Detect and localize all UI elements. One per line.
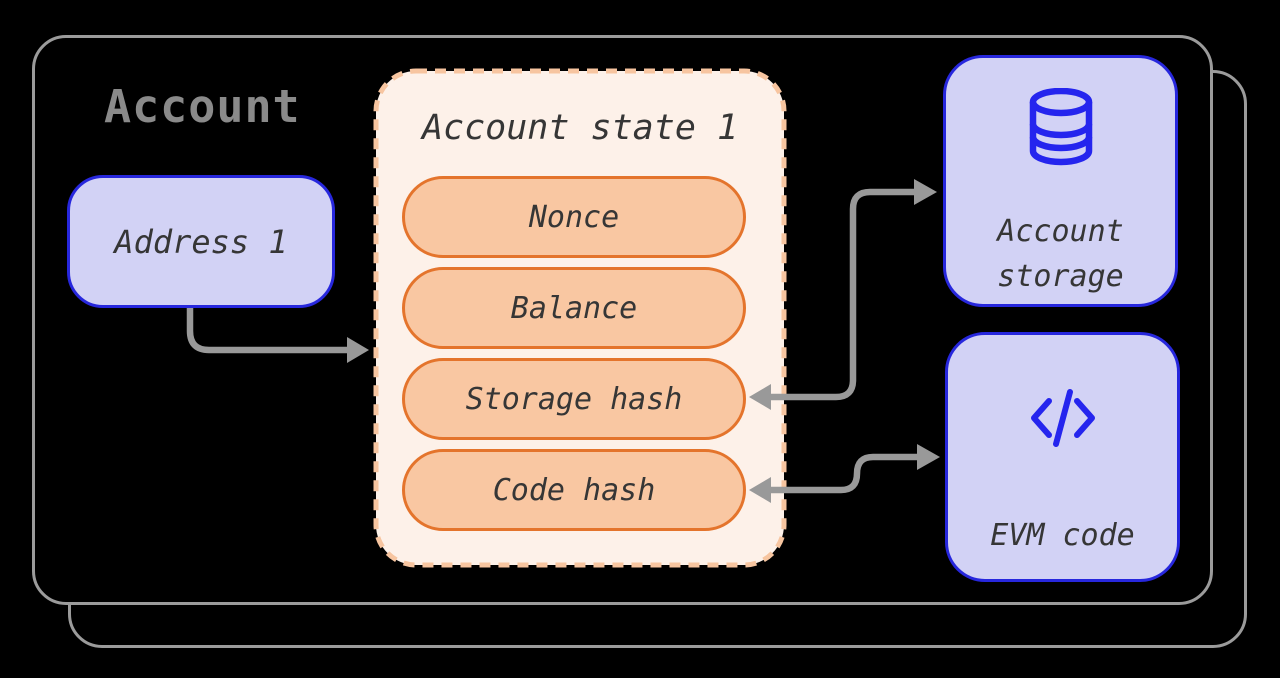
account-storage-box: Account storage <box>943 55 1178 307</box>
account-storage-label: Account storage <box>997 209 1123 299</box>
account-state-title: Account state 1 <box>421 108 739 148</box>
database-icon <box>1027 87 1095 176</box>
evm-code-box: EVM code <box>945 332 1180 582</box>
address-label: Address 1 <box>114 222 288 261</box>
account-storage-label-line1: Account <box>997 214 1124 249</box>
account-container-title: Account <box>104 80 301 133</box>
field-nonce: Nonce <box>402 176 746 258</box>
field-storage-hash-label: Storage hash <box>465 381 683 417</box>
field-balance: Balance <box>402 267 746 349</box>
account-state-box: Account state 1 Nonce Balance Storage ha… <box>373 68 787 568</box>
field-code-hash-label: Code hash <box>492 472 656 508</box>
field-code-hash: Code hash <box>402 449 746 531</box>
account-storage-label-line2: storage <box>997 259 1124 294</box>
field-storage-hash: Storage hash <box>402 358 746 440</box>
address-box: Address 1 <box>67 175 335 308</box>
field-balance-label: Balance <box>510 290 638 326</box>
field-nonce-label: Nonce <box>528 199 620 235</box>
code-icon <box>1030 389 1096 455</box>
evm-code-label: EVM code <box>990 518 1135 553</box>
